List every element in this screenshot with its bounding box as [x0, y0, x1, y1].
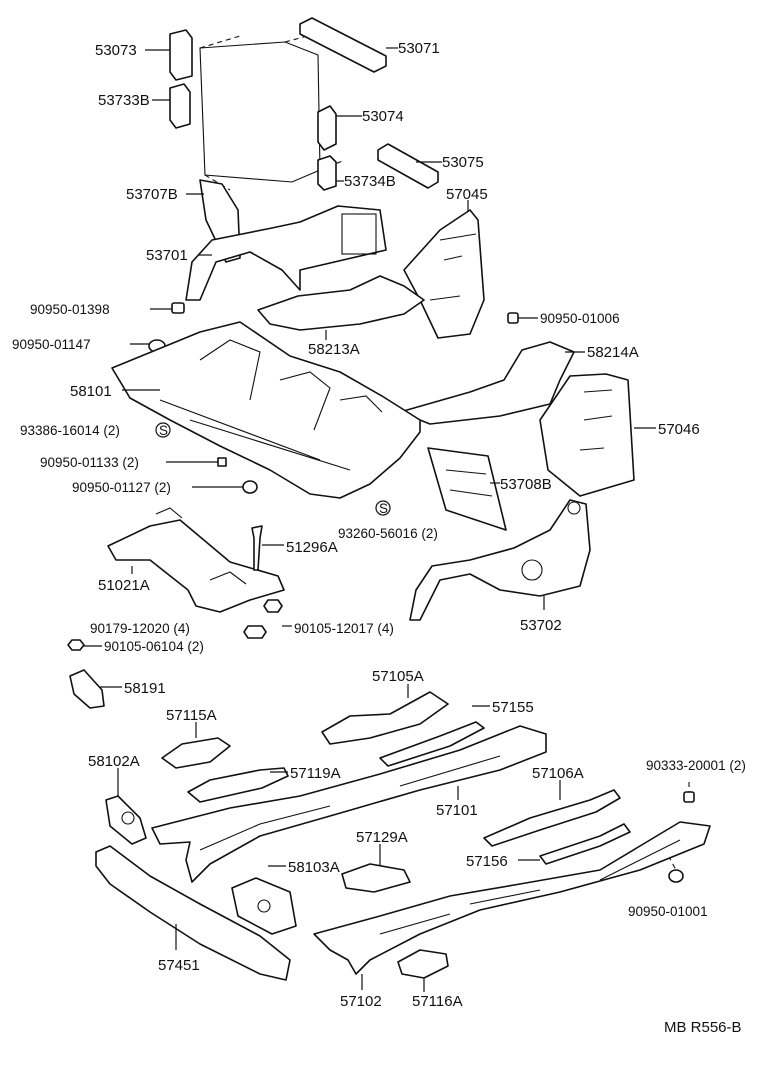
part-90105-06104: 90105-06104 (2)	[67, 639, 204, 654]
part-58101: 58101	[70, 321, 421, 499]
label-51296A: 51296A	[286, 539, 338, 556]
label-93260-56016: 93260-56016 (2)	[338, 526, 438, 541]
label-53073: 53073	[95, 42, 137, 59]
label-53702: 53702	[520, 617, 562, 634]
label-58191: 58191	[124, 680, 166, 697]
label-90105-06104: 90105-06104 (2)	[104, 639, 204, 654]
part-90179-12020: 90179-12020 (4)	[90, 621, 267, 639]
label-93386-16014: 93386-16014 (2)	[20, 423, 120, 438]
screw-symbol-1: S	[159, 423, 168, 438]
part-93386-16014: S 93386-16014 (2)	[20, 422, 171, 438]
part-53073: 53073	[95, 29, 193, 81]
label-58214A: 58214A	[587, 344, 639, 361]
label-58213A: 58213A	[308, 341, 360, 358]
part-90950-01001: 90950-01001	[628, 839, 708, 919]
part-57102: 57102	[313, 821, 711, 1010]
label-90950-01006: 90950-01006	[540, 311, 620, 326]
part-57116A: 57116A	[397, 949, 463, 1010]
label-57106A: 57106A	[532, 765, 584, 782]
part-57115A: 57115A	[161, 707, 231, 769]
label-57451: 57451	[158, 957, 200, 974]
label-90950-01398: 90950-01398	[30, 302, 110, 317]
part-58214A: 58214A	[399, 341, 639, 425]
part-53734B: 53734B	[317, 155, 396, 191]
part-51296A: 51296A	[251, 525, 338, 571]
part-90333-20001: 90333-20001 (2)	[646, 758, 746, 803]
label-57115A: 57115A	[166, 707, 217, 724]
label-53733B: 53733B	[98, 92, 150, 109]
part-58103A: 58103A	[231, 859, 340, 935]
label-53701: 53701	[146, 247, 188, 264]
label-90105-12017: 90105-12017 (4)	[294, 621, 394, 636]
label-53075: 53075	[442, 154, 484, 171]
label-58103A: 58103A	[288, 859, 340, 876]
part-51021A: 51021A	[98, 507, 285, 613]
label-53074: 53074	[362, 108, 404, 125]
part-90950-01398: 90950-01398	[30, 302, 185, 317]
label-57105A: 57105A	[372, 668, 424, 685]
label-57101: 57101	[436, 802, 478, 819]
part-58191: 58191	[69, 669, 166, 709]
part-53733B: 53733B	[98, 83, 191, 129]
label-57045: 57045	[446, 186, 488, 203]
label-57119A: 57119A	[290, 765, 341, 782]
part-57106A: 57106A	[483, 765, 621, 847]
label-90950-01001: 90950-01001	[628, 904, 708, 919]
part-93260-56016: S 93260-56016 (2)	[338, 500, 438, 541]
label-57116A: 57116A	[412, 993, 463, 1010]
part-57129A: 57129A	[341, 829, 411, 893]
label-90333-20001: 90333-20001 (2)	[646, 758, 746, 773]
label-57155: 57155	[492, 699, 534, 716]
label-58101: 58101	[70, 383, 112, 400]
label-57129A: 57129A	[356, 829, 408, 846]
label-57046: 57046	[658, 421, 700, 438]
part-53701: 53701	[146, 205, 387, 301]
part-57045: 57045	[403, 186, 488, 339]
label-57102: 57102	[340, 993, 382, 1010]
label-57156: 57156	[466, 853, 508, 870]
part-90950-01006: 90950-01006	[507, 311, 620, 326]
part-90950-01127: 90950-01127 (2)	[72, 480, 258, 495]
label-58102A: 58102A	[88, 753, 140, 770]
label-90950-01147: 90950-01147	[12, 337, 91, 352]
part-90950-01133: 90950-01133 (2)	[40, 455, 227, 470]
part-53071: 53071	[299, 17, 440, 73]
part-90105-12017: 90105-12017 (4)	[263, 599, 394, 636]
label-90179-12020: 90179-12020 (4)	[90, 621, 190, 636]
part-53075: 53075	[377, 143, 484, 189]
label-53707B: 53707B	[126, 186, 178, 203]
screw-symbol-2: S	[379, 501, 388, 516]
part-90950-01147: 90950-01147	[12, 337, 166, 353]
diagram-code: MB R556-B	[664, 1019, 742, 1036]
part-57451: 57451	[95, 845, 291, 981]
part-57105A: 57105A	[321, 668, 449, 745]
part-58213A: 58213A	[257, 275, 425, 358]
part-57156: 57156	[466, 823, 631, 870]
label-53071: 53071	[398, 40, 440, 57]
part-57101: 57101	[151, 725, 547, 883]
part-57119A: 57119A	[187, 765, 341, 803]
part-53074: 53074	[317, 105, 404, 151]
label-51021A: 51021A	[98, 577, 150, 594]
part-53708B: 53708B	[427, 447, 552, 531]
part-53702: 53702	[409, 499, 591, 634]
part-57046: 57046	[539, 373, 700, 497]
label-90950-01133: 90950-01133 (2)	[40, 455, 139, 470]
label-90950-01127: 90950-01127 (2)	[72, 480, 171, 495]
label-53708B: 53708B	[500, 476, 552, 493]
part-58102A: 58102A	[88, 753, 147, 845]
label-53734B: 53734B	[344, 173, 396, 190]
part-57155: 57155	[379, 699, 534, 767]
